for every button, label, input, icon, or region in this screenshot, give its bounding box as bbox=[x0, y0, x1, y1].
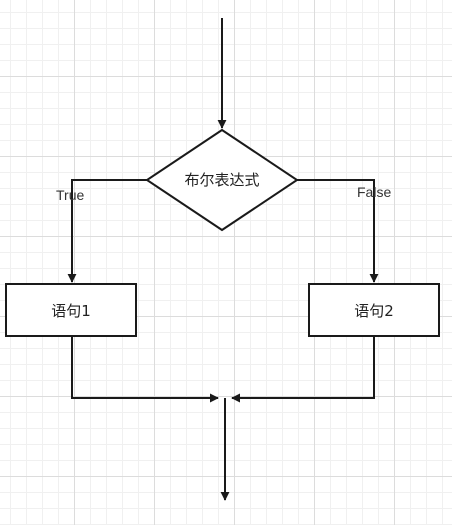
merge-edge-right bbox=[231, 336, 375, 403]
process-right-label: 语句2 bbox=[354, 302, 394, 320]
process-box-right bbox=[308, 283, 440, 337]
decision-diamond bbox=[145, 128, 299, 232]
true-branch-edge bbox=[67, 179, 147, 283]
false-edge-label: False bbox=[357, 184, 391, 200]
process-left-label: 语句1 bbox=[51, 302, 91, 320]
decision-label: 布尔表达式 bbox=[184, 171, 259, 189]
false-branch-edge bbox=[297, 179, 379, 283]
true-edge-label: True bbox=[56, 187, 84, 203]
merge-edge-left bbox=[71, 336, 219, 403]
